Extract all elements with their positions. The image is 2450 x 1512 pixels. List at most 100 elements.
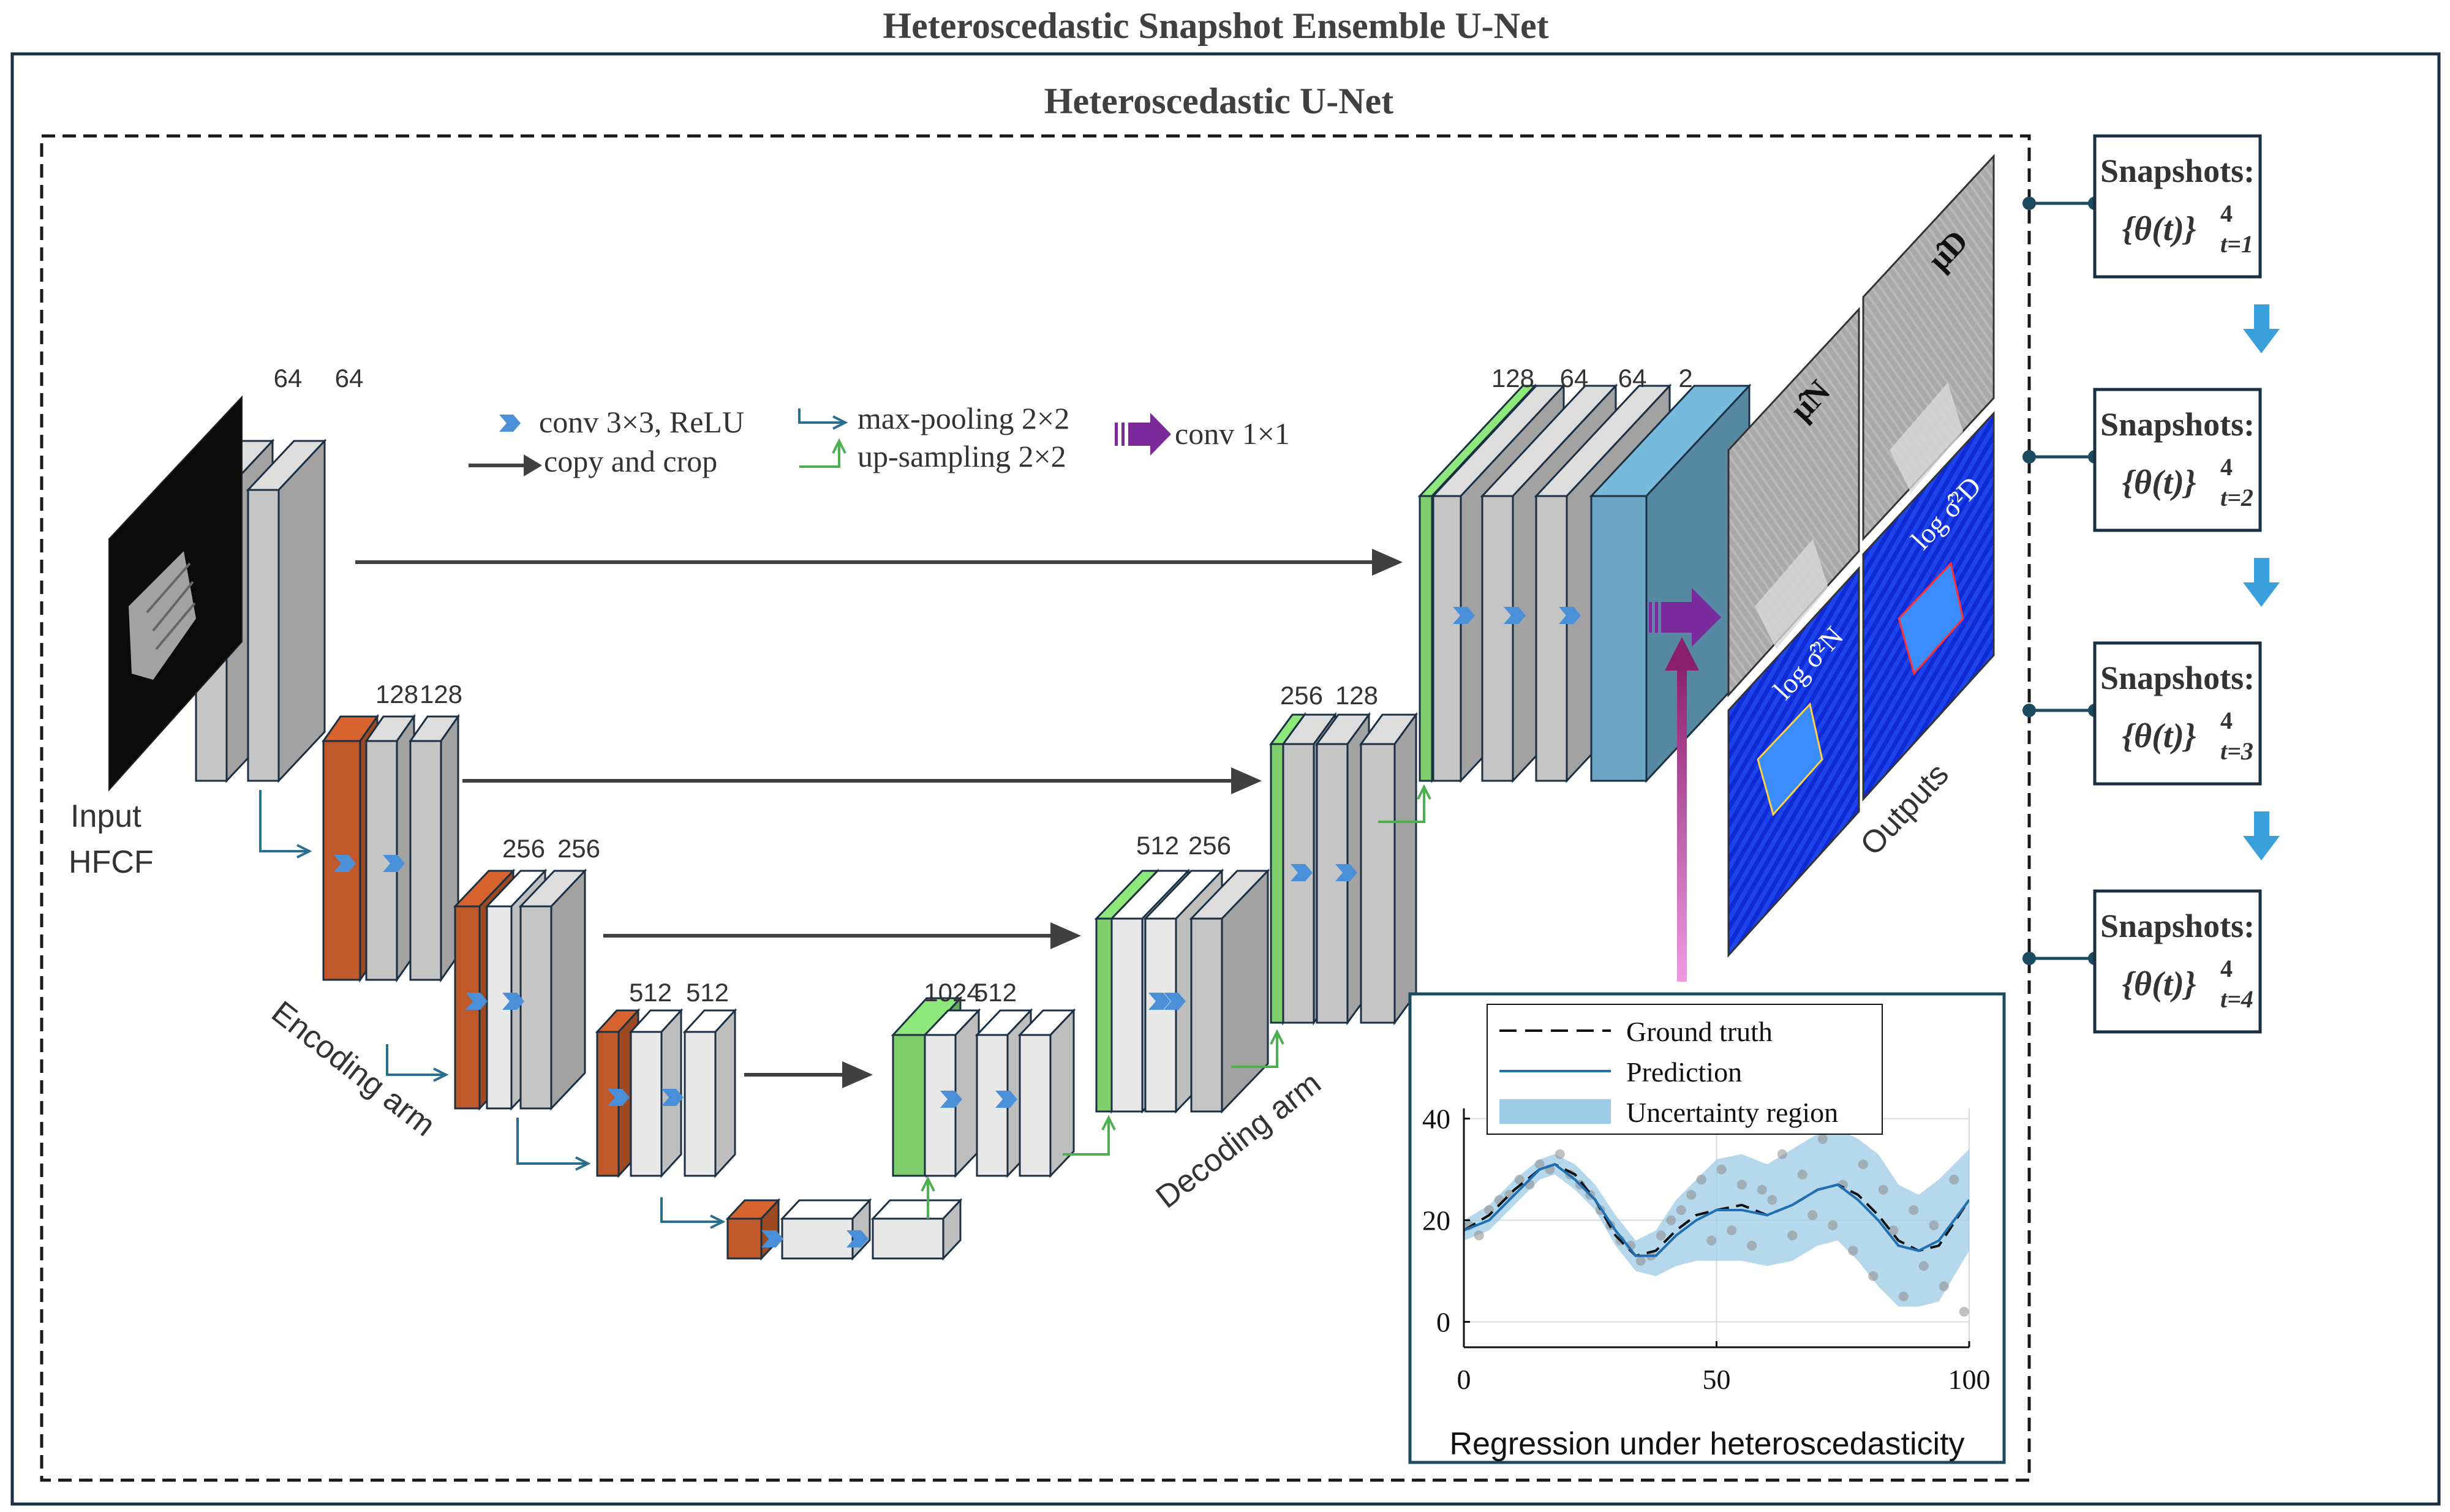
maxpool-arrow-3 — [516, 1118, 588, 1164]
conv-chevron-icon — [1559, 607, 1581, 624]
scatter-point — [1534, 1159, 1545, 1170]
snapshot-formula-sup: 4 — [2220, 200, 2233, 227]
input-image: Input HFCF — [69, 395, 243, 880]
connector-dot-left — [2022, 450, 2036, 464]
channel-count-label: 128 — [420, 680, 462, 709]
dec1-concat-face — [1419, 495, 1433, 782]
scatter-point — [1706, 1235, 1717, 1246]
skip-arrowhead-1 — [1372, 549, 1403, 576]
conv-chevron-icon — [662, 1089, 684, 1106]
dec4-map-c — [1017, 1008, 1076, 1178]
conv-chevron-icon — [995, 1091, 1017, 1108]
enc1-map-b-side — [277, 438, 326, 783]
channel-count-label: 2 — [1678, 364, 1692, 393]
connector-dot-left — [2022, 952, 2036, 965]
channel-count-label: 256 — [1280, 681, 1323, 710]
x-tick-label: 50 — [1703, 1364, 1731, 1395]
legend-maxpool-label: max-pooling 2×2 — [858, 401, 1069, 435]
snapshot-frame — [2093, 641, 2262, 786]
output-map-mu-n-blob — [1755, 539, 1828, 649]
enc1-map-b-face — [247, 489, 280, 782]
enc1-map-b — [246, 438, 327, 783]
scatter-point — [1676, 1205, 1686, 1215]
snapshot-box-1: Snapshots:{θ(t)}4t=1 — [2022, 134, 2262, 279]
snapshot-frame — [2093, 889, 2262, 1034]
snapshot-formula-sub: t=4 — [2220, 985, 2253, 1013]
channel-count-label: 512 — [1136, 831, 1179, 860]
dec2-map-c-face — [1360, 743, 1396, 1024]
skip-arrowhead-2 — [1231, 767, 1262, 794]
scatter-point — [1777, 1149, 1787, 1159]
maxpool-arrow-1 — [259, 790, 309, 851]
regression-chart-title: Regression under heteroscedasticity — [1449, 1426, 1964, 1462]
dec4-map-a-side — [954, 1008, 980, 1178]
enc3-map-b-side — [550, 868, 586, 1111]
connector-dot-left — [2022, 197, 2036, 210]
enc2-map-b — [409, 713, 460, 983]
scatter-point — [1909, 1205, 1919, 1215]
upsample-arrows — [928, 787, 1424, 1219]
snapshot-down-arrow-icon — [2243, 304, 2280, 353]
snapshot-label: Snapshots: — [2100, 660, 2255, 696]
maxpool-arrow-4 — [660, 1197, 723, 1222]
conv-chevron-icon — [334, 855, 356, 872]
scatter-point — [1736, 1179, 1747, 1190]
scatter-point — [1767, 1195, 1777, 1205]
dec2-map-c — [1359, 712, 1418, 1026]
legend-conv1x1-arrow-icon — [1115, 413, 1171, 456]
upsample-arrow-3 — [1231, 1032, 1277, 1068]
output-map-mu-n — [1727, 307, 1860, 698]
snapshot-formula-sub: t=2 — [2220, 484, 2253, 511]
scatter-point — [1828, 1220, 1838, 1230]
dec4-map-c-face — [1019, 1034, 1052, 1177]
dec4-map-c-side — [1049, 1008, 1075, 1178]
dec3-map-a-face — [1110, 917, 1144, 1113]
scatter-point — [1656, 1230, 1666, 1241]
dec3-map-b-face — [1144, 917, 1177, 1113]
scatter-point — [1686, 1190, 1697, 1200]
snapshot-formula: {θ(t)} — [2122, 210, 2196, 248]
x-tick-label: 0 — [1457, 1364, 1471, 1395]
legend-entry-label: Uncertainty region — [1626, 1097, 1838, 1128]
scatter-point — [1929, 1220, 1939, 1230]
output-map-mu-d-blob — [1890, 383, 1963, 493]
legend-entry-label: Prediction — [1626, 1056, 1742, 1088]
unet-subtitle: Heteroscedastic U-Net — [1044, 81, 1393, 121]
channel-count-label: 1024 — [924, 978, 981, 1007]
conv-chevron-icon — [466, 993, 488, 1010]
output-maps: μ̂N μ̂D log σ̂²N log σ̂²D Outputs — [1727, 154, 1995, 958]
scatter-point — [1868, 1271, 1879, 1281]
legend-upsample-arrow-icon — [799, 441, 839, 468]
scatter-point — [1747, 1241, 1757, 1251]
dec3-concat-face — [1095, 917, 1113, 1113]
input-label-line1: Input — [70, 799, 141, 834]
scatter-point — [1898, 1292, 1909, 1302]
scatter-point — [1514, 1175, 1525, 1185]
snapshot-box-3: Snapshots:{θ(t)}4t=3 — [2022, 641, 2262, 786]
snapshot-box-4: Snapshots:{θ(t)}4t=4 — [2022, 889, 2262, 1034]
dec1-map-a-face — [1432, 495, 1462, 782]
scatter-point — [1888, 1225, 1899, 1236]
scatter-point — [1918, 1261, 1929, 1271]
legend-upsample-label: up-sampling 2×2 — [858, 439, 1066, 473]
snapshot-formula: {θ(t)} — [2122, 464, 2196, 502]
conv-chevron-icon — [1453, 607, 1475, 624]
snapshot-label: Snapshots: — [2100, 406, 2255, 443]
snapshot-label: Snapshots: — [2100, 908, 2255, 944]
connector-dot-left — [2022, 704, 2036, 717]
legend-conv-label: conv 3×3, ReLU — [539, 405, 744, 439]
snapshot-down-arrow-icon — [2243, 558, 2280, 607]
uncertainty-band — [1464, 1129, 1969, 1307]
snapshot-formula: {θ(t)} — [2122, 717, 2196, 755]
dec3-map-c-face — [1190, 917, 1223, 1113]
dec1-map-b-face — [1481, 495, 1514, 782]
scatter-point — [1858, 1159, 1868, 1170]
prediction-line — [1464, 1163, 1969, 1257]
scatter-point — [1757, 1184, 1767, 1195]
scatter-point — [1696, 1175, 1706, 1185]
enc3-map-b — [518, 868, 587, 1111]
conv-chevron-icon — [383, 855, 405, 872]
